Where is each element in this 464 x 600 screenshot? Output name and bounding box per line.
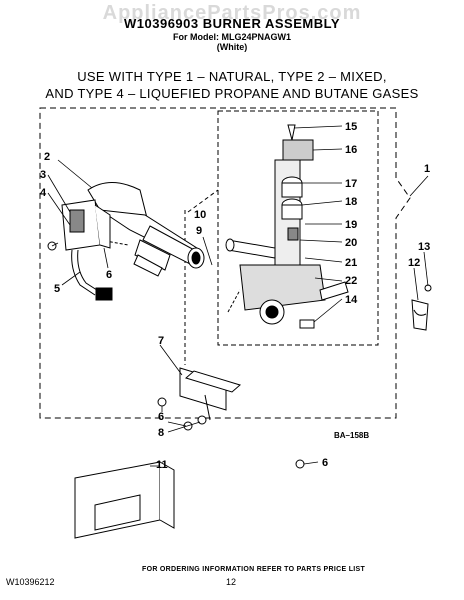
callout-5: 5 [54,283,60,295]
callout-18: 18 [345,196,357,208]
valve-assembly-box [217,110,379,346]
callout-17: 17 [345,178,357,190]
callout-21: 21 [345,257,357,269]
reference-code: BA–158B [334,431,370,440]
callout-3: 3 [40,169,46,181]
callout-11: 11 [156,459,168,471]
page-title: W10396903 BURNER ASSEMBLY [124,16,340,31]
model-color: (White) [216,42,248,52]
clip [411,284,432,331]
assembly-boundary [39,107,411,419]
callout-7: 7 [158,335,164,347]
callout-6b: 6 [158,411,164,423]
gas-valve [225,139,349,329]
callout-6a: 6 [106,269,112,281]
callout-2: 2 [44,151,50,163]
callout-12: 12 [408,257,420,269]
valve-screw [287,124,296,141]
mounting-bracket [179,367,242,421]
callout-20: 20 [345,237,357,249]
flame-sensor-plate [133,239,171,277]
callout-10: 10 [194,209,206,221]
document-code: W10396212 [6,577,55,587]
burner-bracket [61,199,111,251]
watermark: AppliancePartsPros.com [102,2,362,24]
footer-note: FOR ORDERING INFORMATION REFER TO PARTS … [142,566,366,573]
callout-13: 13 [418,241,430,253]
model-number: For Model: MLG24PNAGW1 [172,32,291,42]
callout-16: 16 [345,144,357,156]
callout-19: 19 [345,219,357,231]
callout-6c: 6 [322,457,328,469]
leader-lines [47,125,429,467]
igniter-wires [71,249,113,301]
base-bracket [74,461,175,539]
callout-22: 22 [345,275,357,287]
callout-15: 15 [345,121,357,133]
callout-14: 14 [345,294,358,306]
usage-line-1: USE WITH TYPE 1 – NATURAL, TYPE 2 – MIXE… [77,69,387,84]
callout-1: 1 [424,163,430,175]
page-number: 12 [226,577,237,587]
callout-8: 8 [158,427,164,439]
usage-line-2: AND TYPE 4 – LIQUEFIED PROPANE AND BUTAN… [45,86,419,101]
callout-9: 9 [196,225,202,237]
callout-4: 4 [40,187,47,199]
